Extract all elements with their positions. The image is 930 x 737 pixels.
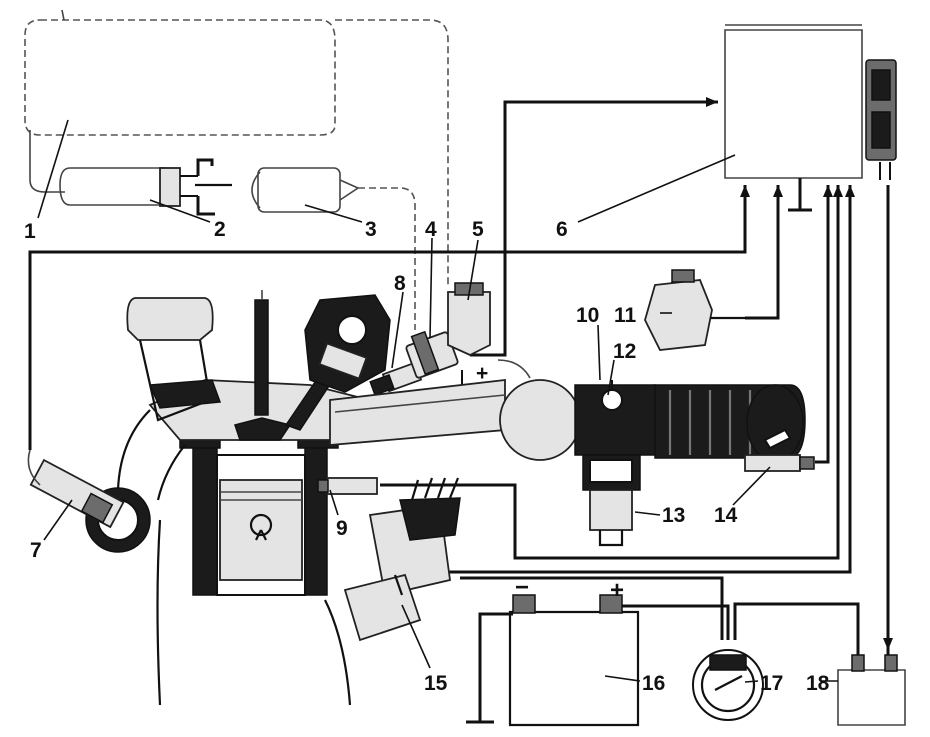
battery-positive-sign: + (610, 577, 624, 604)
air-intake-housing (126, 297, 222, 422)
callout-18: 18 (806, 672, 830, 695)
callout-labels: 1 2 3 4 5 6 7 8 9 10 11 12 13 14 15 16 1… (24, 218, 830, 695)
callout-9: 9 (336, 517, 348, 540)
oxygen-sensor (27, 409, 186, 553)
callout-11: 11 (614, 304, 637, 327)
callout-13: 13 (662, 504, 685, 527)
wiring (28, 97, 893, 724)
intake-manifold (329, 378, 806, 462)
electronic-control-unit (724, 24, 897, 212)
ignition-distributor (343, 477, 461, 642)
throttle-position-sensor (644, 269, 745, 351)
callout-6: 6 (556, 218, 568, 241)
coolant-temperature-sensor (317, 477, 378, 495)
fuel-filter (251, 167, 416, 330)
callout-12: 12 (613, 340, 636, 363)
callout-7: 7 (30, 539, 42, 562)
callout-leaders (37, 119, 838, 683)
diagnostic-connector (837, 654, 906, 726)
callout-4: 4 (425, 218, 437, 241)
fuel-pump (59, 158, 232, 216)
callout-10: 10 (576, 304, 599, 327)
battery-negative-sign: − (515, 574, 529, 601)
ignition-switch (692, 649, 764, 721)
throttle-injector-assembly (304, 282, 531, 396)
callout-5: 5 (472, 218, 484, 241)
injector-supply-sign: + (476, 362, 488, 385)
callout-14: 14 (714, 504, 738, 527)
battery (508, 594, 640, 727)
callout-2: 2 (214, 218, 226, 241)
callout-1: 1 (24, 220, 36, 243)
callout-16: 16 (642, 672, 665, 695)
callout-17: 17 (760, 672, 783, 695)
air-temperature-sensor (744, 454, 815, 472)
callout-3: 3 (365, 218, 377, 241)
callout-8: 8 (394, 272, 406, 295)
fuel-return-line (335, 19, 449, 285)
callout-15: 15 (424, 672, 448, 695)
idle-air-valve (582, 454, 641, 547)
fuel-tank (24, 9, 336, 193)
